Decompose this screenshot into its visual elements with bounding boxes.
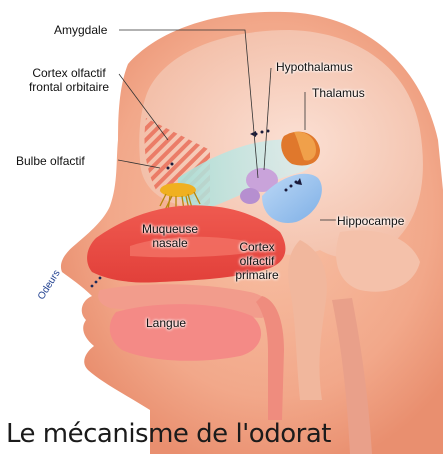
label-cortex-primaire-line2: olfactif	[224, 254, 290, 268]
tongue-shape	[110, 304, 261, 361]
label-cortex-frontal: Cortex olfactif frontal orbitaire	[16, 66, 122, 94]
label-muqueuse-line2: nasale	[132, 236, 208, 250]
label-bulbe: Bulbe olfactif	[16, 154, 85, 168]
label-cortex-primaire-line1: Cortex	[224, 240, 290, 254]
label-cortex-frontal-line1: Cortex olfactif	[16, 66, 122, 80]
label-cortex-primaire-line3: primaire	[224, 268, 290, 282]
label-muqueuse: Muqueuse nasale	[132, 222, 208, 250]
label-langue: Langue	[146, 316, 186, 330]
label-cortex-primaire: Cortex olfactif primaire	[224, 240, 290, 282]
label-hippocampe: Hippocampe	[337, 214, 404, 228]
label-amygdale: Amygdale	[54, 23, 107, 37]
label-hypothalamus: Hypothalamus	[276, 60, 353, 74]
label-muqueuse-line1: Muqueuse	[132, 222, 208, 236]
label-cortex-frontal-line2: frontal orbitaire	[16, 80, 122, 94]
amygdala-shape	[240, 188, 260, 204]
label-thalamus: Thalamus	[312, 86, 365, 100]
page-title: Le mécanisme de l'odorat	[6, 418, 331, 450]
